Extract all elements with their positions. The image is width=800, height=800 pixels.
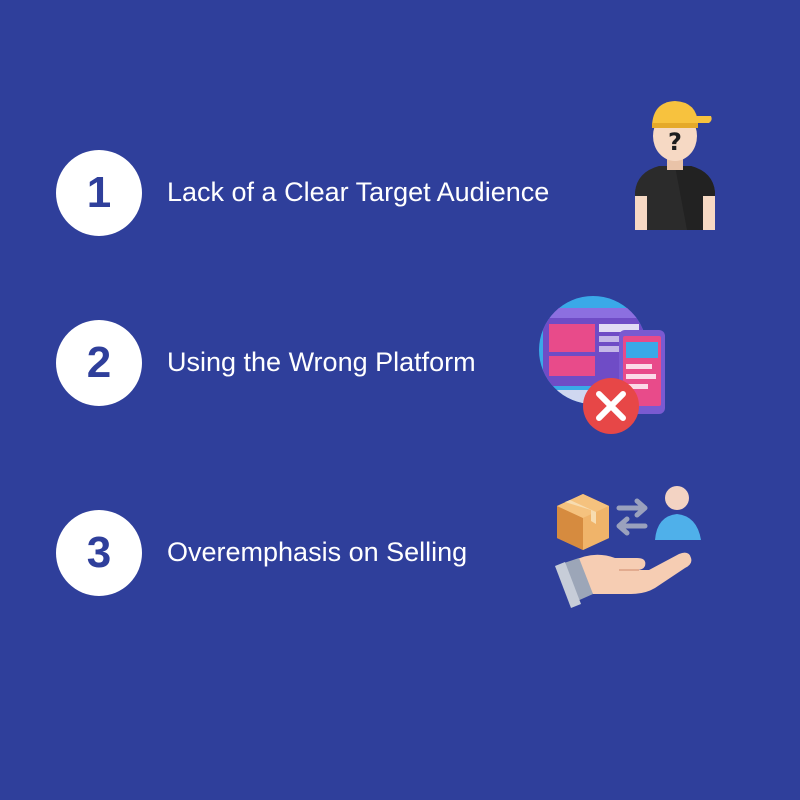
item-label-2: Using the Wrong Platform: [167, 347, 476, 377]
number-badge-1: 1: [56, 150, 142, 236]
list-item-target-audience: 1 Lack of a Clear Target Audience ?: [0, 101, 800, 262]
number-badge-2: 2: [56, 320, 142, 406]
item-label-1: Lack of a Clear Target Audience: [167, 177, 550, 207]
list-item-overemphasis-selling: 3 Overemphasis on Selling: [0, 482, 800, 622]
confused-person-icon: ?: [635, 101, 715, 230]
item-label-3: Overemphasis on Selling: [167, 537, 468, 567]
selling-exchange-icon: [555, 486, 701, 608]
svg-text:?: ?: [668, 128, 682, 156]
number-badge-3: 3: [56, 510, 142, 596]
wrong-platform-icon: [539, 296, 665, 434]
list-item-wrong-platform: 2 Using the Wrong Platform: [0, 292, 800, 434]
